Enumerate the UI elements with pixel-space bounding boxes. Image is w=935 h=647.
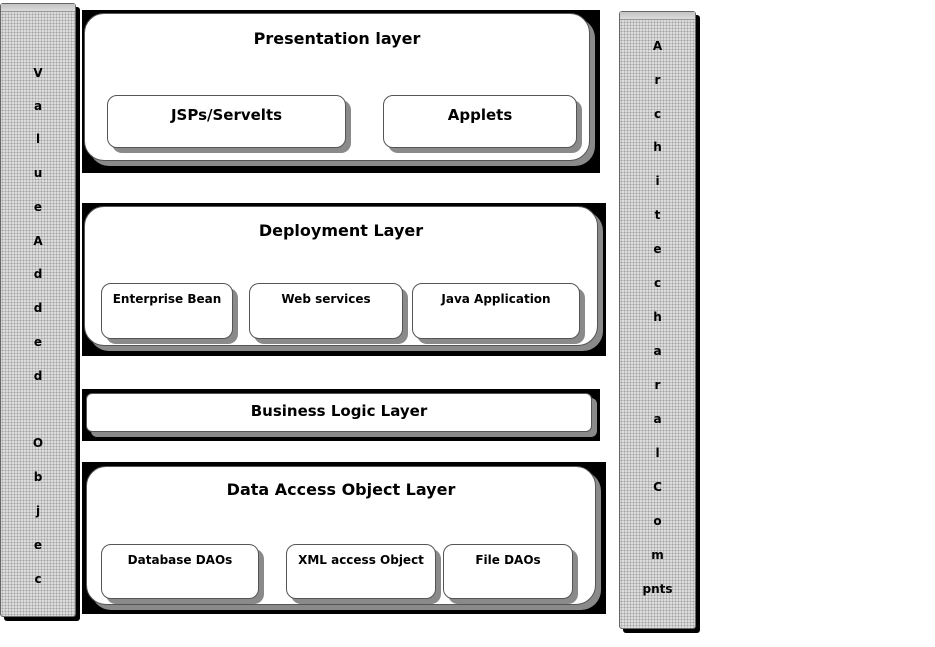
pillar-letter: i	[655, 174, 660, 188]
business-logic-layer: Business Logic Layer	[86, 393, 592, 432]
database-daos-box: Database DAOs	[101, 544, 259, 599]
pillar-letter: e	[33, 335, 43, 349]
jsps-servlets-box: JSPs/Servelts	[107, 95, 346, 148]
database-daos-label: Database DAOs	[127, 553, 233, 567]
pillar-letter: C	[653, 480, 662, 494]
pillar-letter: j	[35, 504, 41, 518]
pillar-letter: u	[33, 166, 43, 180]
dao-layer: Data Access Object Layer Database DAOs X…	[86, 466, 596, 605]
presentation-layer-title: Presentation layer	[253, 29, 421, 48]
pillar-cap	[620, 12, 695, 20]
pillar-letter: c	[653, 276, 662, 290]
pillar-letter: a	[653, 412, 662, 426]
pillar-letter: c	[653, 107, 662, 121]
pillar-letter: e	[33, 200, 43, 214]
pillar-letter: a	[33, 99, 43, 113]
pillar-letter: V	[33, 66, 43, 80]
java-application-box: Java Application	[412, 283, 580, 339]
pillar-letter: e	[33, 538, 43, 552]
web-services-label: Web services	[281, 292, 371, 306]
deployment-layer-title: Deployment Layer	[258, 221, 424, 240]
file-daos-label: File DAOs	[475, 553, 541, 567]
deployment-layer: Deployment Layer Enterprise Bean Web ser…	[84, 206, 598, 346]
pillar-letter: b	[33, 470, 43, 484]
java-application-label: Java Application	[441, 292, 551, 306]
xml-access-object-label: XML access Object	[298, 553, 424, 567]
pillar-letter: A	[33, 234, 43, 248]
pillar-cap	[1, 4, 75, 12]
xml-access-object-box: XML access Object	[286, 544, 436, 599]
pillar-letter: h	[653, 140, 662, 154]
pillar-letter: A	[652, 39, 663, 53]
architectural-components-pillar: A r c h i t e c h a r a l C o m pnts	[619, 11, 696, 629]
pillar-letter: r	[654, 378, 661, 392]
value-added-objects-pillar: V a l u e A d d e d O b j e c	[0, 3, 76, 617]
pillar-letter: pnts	[642, 582, 673, 596]
enterprise-bean-box: Enterprise Bean	[101, 283, 233, 339]
pillar-letter: a	[653, 344, 662, 358]
presentation-layer: Presentation layer JSPs/Servelts Applets	[84, 13, 590, 161]
pillar-letter: O	[32, 436, 44, 450]
pillar-letter: m	[651, 548, 664, 562]
dao-layer-title: Data Access Object Layer	[226, 480, 456, 499]
pillar-letter: l	[655, 446, 660, 460]
pillar-letter: h	[653, 310, 662, 324]
pillar-letter: l	[35, 132, 41, 146]
pillar-letter: r	[654, 73, 661, 87]
business-logic-layer-title: Business Logic Layer	[250, 402, 428, 420]
web-services-box: Web services	[249, 283, 403, 339]
pillar-letter: t	[654, 208, 661, 222]
pillar-letter: d	[33, 267, 43, 281]
file-daos-box: File DAOs	[443, 544, 573, 599]
applets-label: Applets	[447, 106, 513, 124]
pillar-letter: d	[33, 301, 43, 315]
pillar-letter: c	[34, 572, 42, 586]
enterprise-bean-label: Enterprise Bean	[112, 292, 222, 306]
applets-box: Applets	[383, 95, 577, 148]
pillar-letter: d	[33, 369, 43, 383]
jsps-servlets-label: JSPs/Servelts	[170, 106, 283, 124]
pillar-letter: e	[653, 242, 662, 256]
pillar-letter: o	[653, 514, 662, 528]
